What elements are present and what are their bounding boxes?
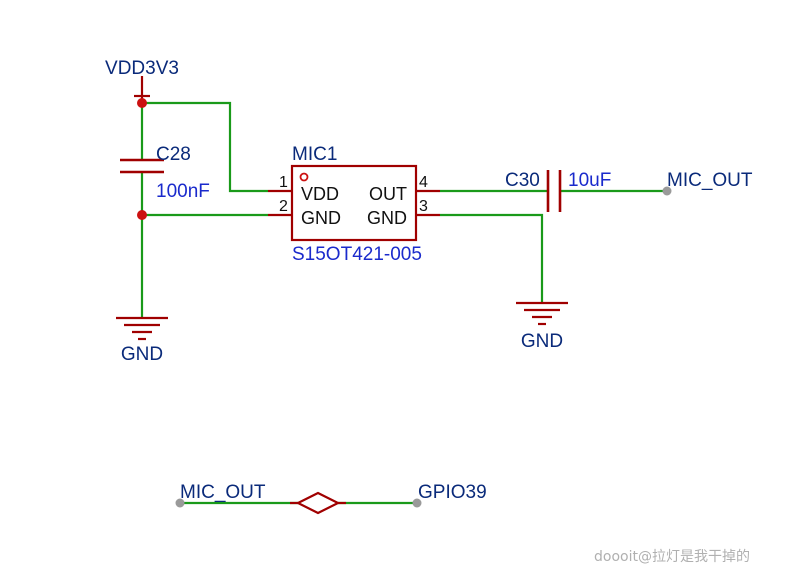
vdd3v3-label: VDD3V3 xyxy=(105,58,179,79)
mic1-pin-label-gnd-right: GND xyxy=(367,208,407,228)
bottom-gpio39-label: GPIO39 xyxy=(418,482,487,503)
wires xyxy=(140,101,667,505)
net-tie-diamond[interactable] xyxy=(290,491,346,515)
mic1-pin-label-out: OUT xyxy=(369,184,407,204)
mic1-pin1-marker xyxy=(299,172,309,182)
gnd-right-label: GND xyxy=(521,331,563,352)
gnd-symbol-left[interactable] xyxy=(116,316,168,341)
mic1-pin-label-gnd-left: GND xyxy=(301,208,341,228)
gnd-symbol-right[interactable] xyxy=(516,301,568,326)
mic1-pin-number-4: 4 xyxy=(419,174,428,191)
wire-pin3-to-gnd xyxy=(440,213,544,303)
gnd-left-label: GND xyxy=(121,344,163,365)
c28-designator: C28 xyxy=(156,144,191,165)
junction-dot-gnd xyxy=(137,210,147,220)
wire-vdd-to-pin1 xyxy=(142,101,268,193)
bottom-left-port-dot[interactable] xyxy=(175,498,185,508)
bottom-right-port-dot[interactable] xyxy=(412,498,422,508)
mic1-pin-number-2: 2 xyxy=(279,198,288,215)
capacitor-c30[interactable] xyxy=(546,170,562,212)
mic1-part-number: S15OT421-005 xyxy=(292,244,422,265)
mic1-pin-number-1: 1 xyxy=(279,174,288,191)
mic1-component[interactable] xyxy=(268,164,440,242)
c30-value: 10uF xyxy=(568,170,611,191)
mic1-pin-number-3: 3 xyxy=(419,198,428,215)
capacitor-c28[interactable] xyxy=(120,158,164,174)
junction-dot-vdd xyxy=(137,98,147,108)
c28-value: 100nF xyxy=(156,181,210,202)
c30-designator: C30 xyxy=(505,170,540,191)
mic-out-net-label: MIC_OUT xyxy=(667,170,753,191)
bottom-mic-out-label: MIC_OUT xyxy=(180,482,266,503)
mic1-body xyxy=(290,164,418,242)
mic1-designator: MIC1 xyxy=(292,144,337,165)
mic1-pin-label-vdd: VDD xyxy=(301,184,339,204)
mic-out-port-dot[interactable] xyxy=(662,186,672,196)
watermark-text: doooit@拉灯是我干掉的 xyxy=(594,549,750,565)
